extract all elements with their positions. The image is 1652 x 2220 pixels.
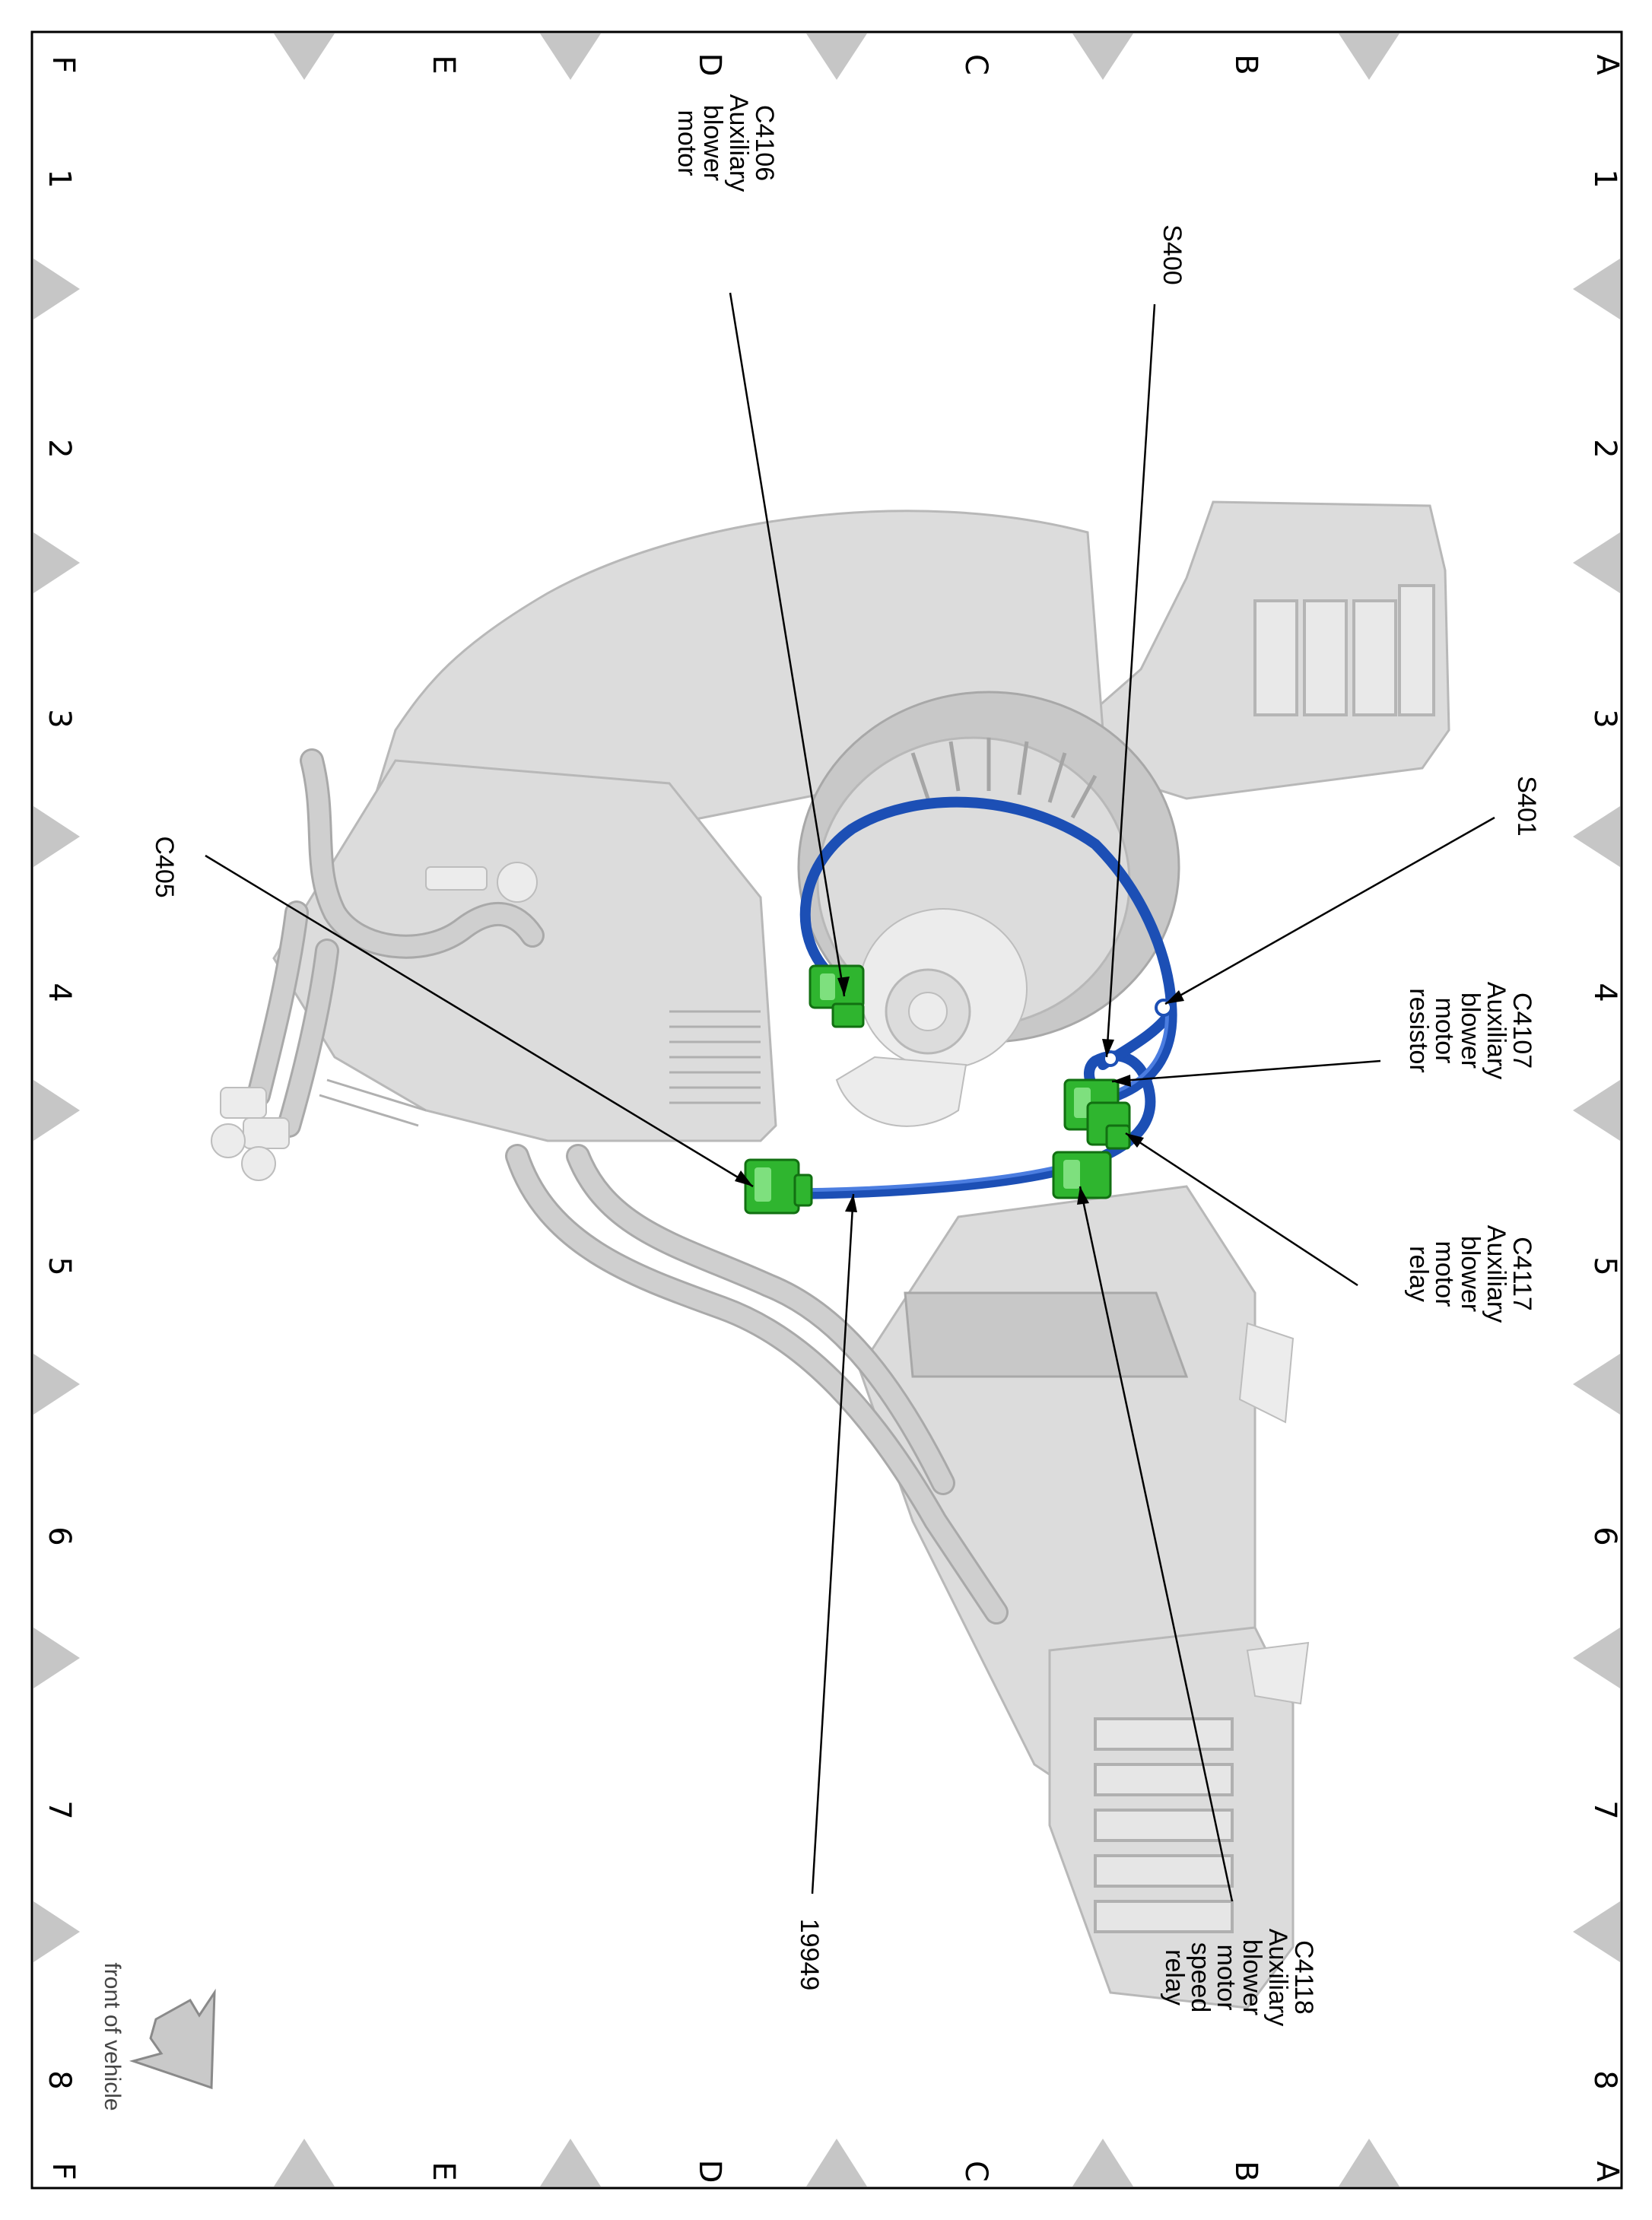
c4117-connector [1086, 1101, 1131, 1150]
front-arrow-icon [129, 1988, 216, 2090]
label-line: 19949 [795, 1919, 824, 1991]
label-c405: C405 [150, 836, 179, 897]
label-line: motor [672, 110, 701, 176]
grid-row-label: F [46, 56, 81, 73]
s401-splice [1155, 999, 1173, 1017]
grid-column-label: 7 [1587, 1800, 1622, 1819]
label-line: C405 [150, 836, 179, 897]
grid-row-label: D [692, 2160, 727, 2183]
label-line: C4118 [1289, 1940, 1318, 2015]
label-line: blower [1237, 1939, 1266, 2015]
grid-column-labels-right: 1 2 3 4 5 6 7 8 [1587, 169, 1622, 2089]
grid-column-label: 1 [42, 169, 77, 188]
front-of-vehicle-indicator: front of vehicle [100, 1962, 216, 2111]
label-s400: S400 [1158, 224, 1187, 284]
front-of-vehicle-label: front of vehicle [100, 1962, 125, 2110]
grid-column-label: 7 [42, 1800, 77, 1819]
grid-column-label: 5 [1587, 1256, 1622, 1275]
hvac-unit-illustration [211, 500, 1450, 2009]
diagram-frame [30, 30, 1623, 2190]
grid-column-label: 3 [1587, 709, 1622, 728]
label-line: C4106 [750, 105, 779, 181]
grid-row-label: B [1228, 54, 1263, 75]
grid-row-label: B [1228, 2161, 1263, 2181]
c405-connector [744, 1158, 813, 1215]
c4118-connector [1052, 1151, 1112, 1199]
label-line: resistor [1404, 988, 1433, 1072]
label-line: S401 [1512, 776, 1541, 836]
grid-column-label: 8 [42, 2070, 77, 2089]
label-line: relay [1160, 1949, 1189, 2006]
grid-column-label: 2 [42, 439, 77, 458]
label-line: relay [1404, 1246, 1433, 1302]
label-s401: S401 [1512, 776, 1541, 836]
grid-column-label: 8 [1587, 2070, 1622, 2089]
grid-column-labels-left: 1 2 3 4 5 6 7 8 [42, 169, 77, 2089]
grid-row-label: C [958, 54, 993, 75]
leader-lines [205, 292, 1495, 1902]
label-line: C4107 [1507, 992, 1536, 1069]
grid-column-label: 4 [42, 983, 77, 1002]
label-line: motor [1430, 1241, 1459, 1307]
grid-row-labels-bottom: A B C D E F [46, 2160, 1625, 2183]
grid-column-label: 6 [1587, 1526, 1622, 1545]
grid-row-label: A [1590, 2161, 1625, 2182]
grid-markers [33, 33, 1620, 2187]
grid-row-label: E [426, 2161, 461, 2180]
label-line: motor [1430, 998, 1459, 1064]
label-line: blower [698, 105, 727, 181]
label-line: speed [1186, 1942, 1215, 2013]
label-line: blower [1456, 1236, 1485, 1312]
grid-row-label: A [1590, 54, 1625, 75]
grid-row-label: D [692, 53, 727, 77]
grid-column-label: 2 [1587, 439, 1622, 458]
c4106-connector [809, 964, 865, 1028]
label-line: Auxiliary [1263, 1929, 1292, 2026]
label-line: motor [1212, 1945, 1241, 2011]
label-line: blower [1456, 992, 1485, 1069]
grid-column-label: 6 [42, 1526, 77, 1545]
grid-column-label: 5 [42, 1256, 77, 1275]
grid-column-label: 4 [1587, 983, 1622, 1002]
grid-row-label: C [958, 2161, 993, 2182]
label-c4118: C4118 Auxiliary blower motor speed relay [1160, 1929, 1318, 2026]
grid-row-label: E [426, 55, 461, 74]
grid-column-label: 3 [42, 709, 77, 728]
label-line: Auxiliary [1482, 1225, 1511, 1323]
connectors [744, 964, 1173, 1215]
label-line: Auxiliary [1482, 982, 1511, 1079]
label-19949: 19949 [795, 1919, 824, 1991]
s400-splice [1102, 1050, 1119, 1067]
callout-labels: C4106 Auxiliary blower motor S400 S401 C… [150, 94, 1541, 2026]
grid-row-labels-top: A B C D E F [46, 53, 1625, 77]
label-c4117: C4117 Auxiliary blower motor relay [1404, 1225, 1536, 1323]
label-c4106: C4106 Auxiliary blower motor [672, 94, 779, 192]
label-line: C4117 [1507, 1237, 1536, 1311]
label-c4107: C4107 Auxiliary blower motor resistor [1404, 982, 1536, 1079]
label-line: Auxiliary [724, 94, 753, 192]
wiring-harness [767, 796, 1177, 1199]
grid-row-label: F [46, 2162, 81, 2180]
label-line: S400 [1158, 224, 1187, 284]
grid-column-label: 1 [1587, 169, 1622, 188]
